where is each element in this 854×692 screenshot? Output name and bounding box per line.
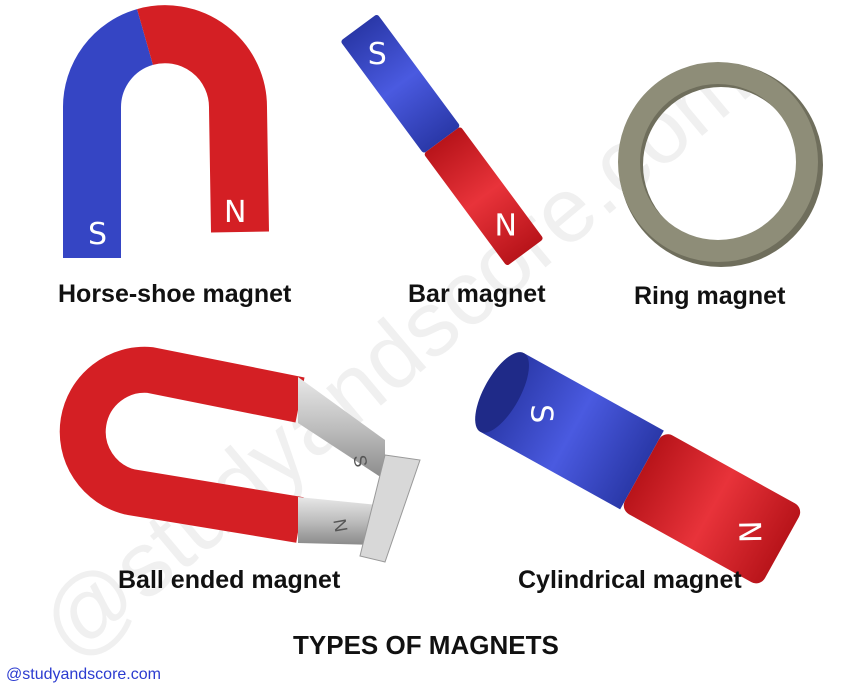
- bar-magnet-label: Bar magnet: [408, 280, 546, 308]
- ring-magnet-label: Ring magnet: [634, 282, 786, 310]
- ball-ended-magnet: S N: [59, 346, 421, 563]
- svg-text:N: N: [494, 208, 516, 243]
- ring-magnet: [618, 62, 823, 267]
- svg-text:S: S: [349, 453, 371, 468]
- horseshoe-south-pole: S: [88, 217, 107, 252]
- horseshoe-north-pole: N: [224, 195, 246, 230]
- svg-text:N: N: [731, 520, 766, 543]
- horseshoe-magnet-label: Horse-shoe magnet: [58, 280, 292, 308]
- credit-text: @studyandscore.com: [6, 666, 161, 683]
- horseshoe-magnet: S N: [63, 5, 269, 258]
- svg-text:S: S: [368, 37, 387, 72]
- bar-magnet: S N: [341, 14, 543, 266]
- svg-text:N: N: [329, 517, 351, 533]
- diagram-title: TYPES OF MAGNETS: [293, 630, 559, 660]
- ball-ended-magnet-label: Ball ended magnet: [118, 566, 341, 594]
- svg-text:S: S: [523, 404, 558, 424]
- cylindrical-magnet: S N: [475, 352, 801, 584]
- cylindrical-magnet-label: Cylindrical magnet: [518, 566, 742, 594]
